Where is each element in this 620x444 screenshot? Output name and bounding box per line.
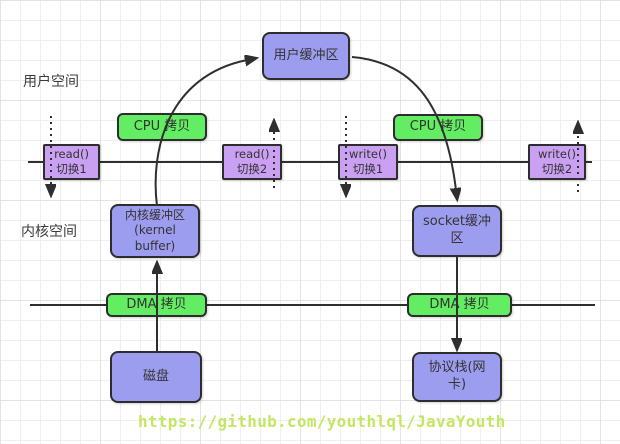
read-switch-2-box: read() 切换2 (222, 144, 282, 180)
user-buffer-node: 用户缓冲区 (262, 32, 350, 80)
disk-node: 磁盘 (110, 351, 202, 403)
write-switch-2-box: write() 切换2 (528, 144, 586, 180)
kernel-space-label: 内核空间 (21, 224, 77, 240)
dma-copy-badge-right: DMA 拷贝 (407, 293, 512, 317)
github-url-text: https://github.com/youthlql/JavaYouth (138, 412, 506, 431)
kernel-buffer-node: 内核缓冲区 (kernel buffer) (110, 204, 200, 258)
read-switch-1-box: read() 切换1 (43, 144, 100, 180)
cpu-copy-badge-left: CPU 拷贝 (117, 113, 207, 141)
user-space-label: 用户空间 (23, 74, 79, 90)
socket-buffer-node: socket缓冲区 (412, 205, 502, 257)
cpu-copy-badge-right: CPU 拷贝 (393, 114, 483, 141)
dma-copy-badge-left: DMA 拷贝 (106, 293, 207, 317)
write-switch-1-box: write() 切换1 (338, 144, 398, 180)
protocol-stack-node: 协议栈(网卡) (412, 352, 502, 402)
